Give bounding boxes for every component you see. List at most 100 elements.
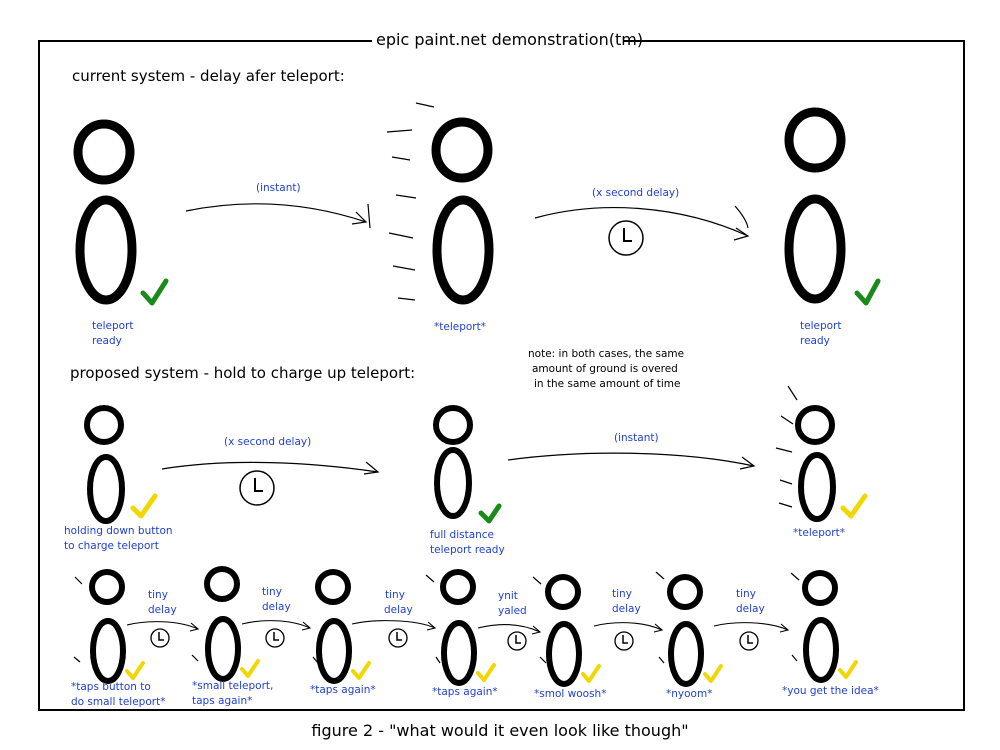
sequence-row bbox=[73, 566, 858, 687]
sequence-figure-head bbox=[440, 569, 476, 605]
gap-label: yaled bbox=[498, 605, 527, 617]
motion-line bbox=[425, 574, 435, 583]
sequence-arrowhead bbox=[426, 621, 437, 631]
proposed-arrow-instant bbox=[507, 452, 756, 470]
clock-icon bbox=[507, 631, 527, 651]
gap-label: tiny bbox=[736, 588, 756, 600]
sequence-figure-body bbox=[546, 621, 582, 687]
sequence-arrow bbox=[593, 622, 663, 631]
motion-line bbox=[790, 572, 800, 581]
clock-icon bbox=[265, 628, 285, 648]
clock-hands bbox=[747, 635, 753, 644]
note-line-3: in the same amount of time bbox=[534, 378, 681, 390]
sequence-figure-body bbox=[205, 616, 241, 682]
motion-line bbox=[655, 571, 665, 580]
page-title: epic paint.net demonstration(tm) bbox=[376, 30, 644, 49]
gap-label: tiny bbox=[612, 588, 632, 600]
sequence-figure-head bbox=[315, 569, 351, 605]
proposed-fig2-label-1: full distance bbox=[430, 529, 495, 541]
check-icon-yellow bbox=[581, 664, 601, 683]
sequence-figure-label: *you get the idea* bbox=[782, 685, 879, 697]
proposed-fig2-label-2: teleport ready bbox=[430, 544, 505, 556]
clock-hands bbox=[158, 632, 164, 641]
sequence-arrowhead bbox=[189, 622, 200, 632]
check-icon-yellow bbox=[125, 661, 145, 680]
sequence-arrow bbox=[241, 620, 311, 629]
figure-caption: figure 2 - "what would it even look like… bbox=[0, 721, 1000, 740]
current-figure-ready-again bbox=[784, 107, 846, 304]
current-fig3-label-2: ready bbox=[800, 335, 830, 347]
current-arrow-delay bbox=[534, 205, 750, 241]
motion-line bbox=[74, 576, 83, 585]
sequence-arrowhead bbox=[531, 625, 542, 635]
check-icon-green bbox=[140, 278, 169, 306]
sequence-figure-head bbox=[667, 574, 703, 610]
sequence-figure-label: *taps again* bbox=[310, 684, 376, 696]
clock-hands bbox=[515, 635, 521, 644]
sequence-figure-body bbox=[668, 621, 704, 687]
check-icon-yellow bbox=[840, 493, 868, 519]
proposed-fig3-label: *teleport* bbox=[793, 527, 845, 539]
current-fig2-label: *teleport* bbox=[434, 321, 486, 333]
current-arrow-instant bbox=[185, 203, 371, 229]
clock-icon bbox=[239, 470, 275, 506]
current-figure-teleporting bbox=[431, 117, 494, 305]
clock-icon bbox=[614, 631, 634, 651]
check-icon-green bbox=[854, 278, 881, 306]
motion-lines bbox=[775, 385, 798, 508]
current-fig1-label-2: ready bbox=[92, 335, 122, 347]
title-backdrop bbox=[372, 30, 624, 50]
motion-line bbox=[312, 656, 319, 664]
clock-icon bbox=[388, 628, 408, 648]
motion-line bbox=[658, 656, 665, 664]
proposed-arrow2-label: (instant) bbox=[614, 432, 659, 444]
motion-line bbox=[532, 576, 542, 585]
motion-line bbox=[435, 656, 441, 664]
sequence-figure-label: do small teleport* bbox=[71, 696, 166, 708]
figure-caption-text: figure 2 - "what would it even look like… bbox=[311, 721, 689, 740]
sequence-arrowhead bbox=[779, 623, 790, 633]
sequence-arrowhead bbox=[653, 623, 664, 633]
proposed-figure-ready bbox=[433, 405, 473, 519]
check-icon-yellow bbox=[351, 661, 371, 680]
clock-hands bbox=[622, 635, 628, 644]
check-icon-yellow bbox=[476, 663, 496, 682]
gap-label: ynit bbox=[498, 590, 518, 602]
proposed-arrow1-label: (x second delay) bbox=[224, 436, 312, 448]
sequence-figure-label: *small teleport, bbox=[192, 680, 274, 692]
gap-label: tiny bbox=[262, 586, 282, 598]
motion-line bbox=[539, 656, 547, 664]
sequence-figure-body bbox=[441, 620, 477, 686]
gap-label: delay bbox=[736, 603, 765, 615]
check-icon-yellow bbox=[838, 660, 858, 679]
current-figure-ready bbox=[73, 119, 137, 305]
motion-line bbox=[791, 654, 798, 662]
check-icon-yellow bbox=[240, 659, 260, 678]
proposed-fig1-label-1: holding down button bbox=[64, 525, 173, 537]
proposed-figure-charging bbox=[84, 405, 125, 524]
current-arrow1-label: (instant) bbox=[256, 182, 301, 194]
clock-icon bbox=[608, 220, 644, 256]
proposed-heading: proposed system - hold to charge up tele… bbox=[70, 364, 416, 382]
current-heading: current system - delay afer teleport: bbox=[72, 67, 345, 85]
check-icon-yellow bbox=[703, 664, 723, 683]
proposed-fig1-label-2: to charge teleport bbox=[64, 540, 159, 552]
proposed-figure-teleported bbox=[795, 405, 836, 522]
sequence-figure-label: *smol woosh* bbox=[534, 688, 607, 700]
sequence-arrow bbox=[477, 624, 541, 633]
sequence-figure-label: *nyoom* bbox=[666, 688, 713, 700]
sequence-arrow bbox=[713, 622, 789, 631]
check-icon-yellow bbox=[130, 493, 158, 519]
sequence-arrow bbox=[351, 620, 436, 629]
sequence-figure-head bbox=[802, 570, 838, 606]
sequence-arrow bbox=[126, 621, 199, 630]
gap-label: delay bbox=[262, 601, 291, 613]
note-line-1: note: in both cases, the same bbox=[528, 348, 685, 360]
current-fig1-label-1: teleport bbox=[92, 320, 134, 332]
sequence-figure-head bbox=[204, 566, 240, 602]
motion-line bbox=[73, 656, 81, 663]
current-fig3-label-1: teleport bbox=[800, 320, 842, 332]
motion-line bbox=[191, 654, 199, 662]
sequence-figure-label: *taps again* bbox=[432, 686, 498, 698]
